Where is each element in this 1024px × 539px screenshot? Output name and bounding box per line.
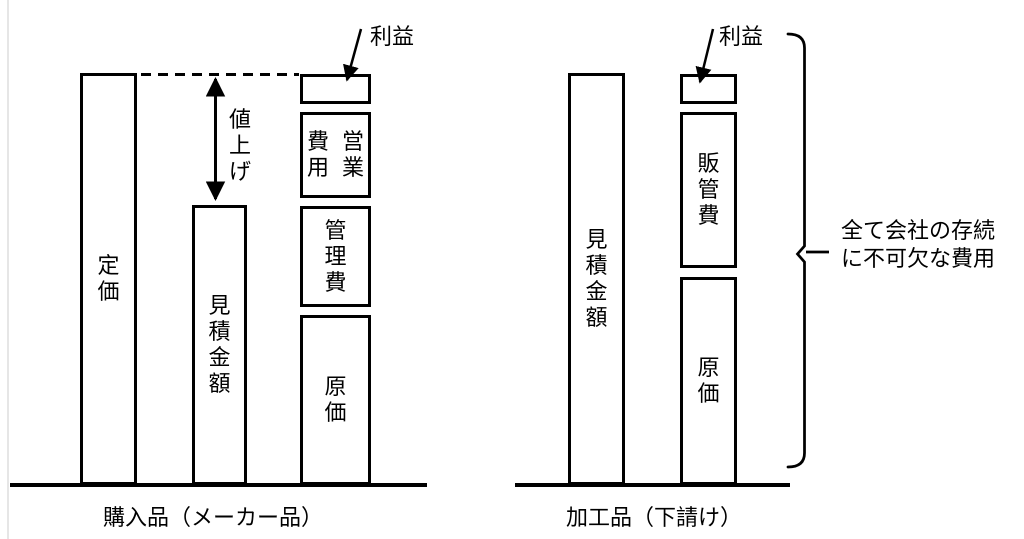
baseline-left (10, 483, 427, 487)
caption-right: 加工品（下請け） (565, 505, 742, 530)
admin-cost-label: 管理費 (324, 217, 347, 295)
sga-cost-box: 販管費 (680, 112, 737, 268)
price-increase-label: 値上げ (229, 107, 252, 184)
list-price-label: 定価 (97, 253, 120, 304)
list-price-bar: 定価 (80, 73, 137, 485)
sga-cost-label: 販管費 (697, 151, 720, 228)
estimate-label-right: 見積金額 (585, 227, 608, 330)
cost-label-right: 原価 (697, 355, 720, 406)
cost-label-left: 原価 (324, 374, 347, 425)
page-edge-line (7, 0, 9, 539)
estimate-bar-right: 見積金額 (568, 73, 625, 485)
brace-note: 全て会社の存続 に不可欠な費用 (841, 217, 995, 273)
cost-box-left: 原価 (300, 315, 371, 485)
caption-left: 購入品（メーカー品） (102, 505, 323, 530)
profit-box-right (680, 74, 737, 104)
brace-note-line1: 全て会社の存続 (841, 218, 996, 243)
estimate-label-left: 見積金額 (208, 293, 231, 396)
profit-label-left: 利益 (370, 24, 415, 49)
profit-arrow-left (343, 28, 363, 82)
cost-box-right: 原価 (680, 277, 737, 485)
cost-brace (786, 32, 806, 469)
sales-expense-label: 営業費用 (306, 129, 365, 180)
sales-expense-box: 営業費用 (300, 112, 371, 198)
profit-box-left (300, 74, 371, 104)
brace-note-line2: に不可欠な費用 (841, 246, 996, 271)
baseline-right (515, 483, 790, 487)
profit-label-right: 利益 (719, 24, 764, 49)
estimate-bar-left: 見積金額 (192, 205, 247, 485)
admin-cost-box: 管理費 (300, 206, 371, 307)
